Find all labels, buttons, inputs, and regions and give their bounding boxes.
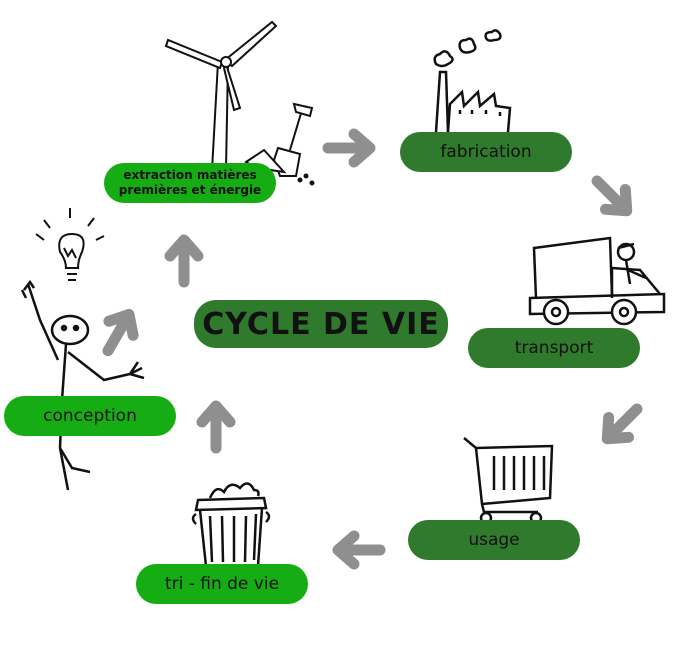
shovel-icon — [244, 102, 315, 186]
truck-icon — [528, 236, 666, 326]
shopping-cart-icon — [463, 437, 554, 525]
arrow-fabrication-to-transport — [587, 171, 636, 220]
factory-icon — [433, 29, 512, 133]
arrow-to-extraction — [170, 240, 198, 282]
arrow-fin-de-vie-to-conception — [202, 406, 230, 448]
stage-conception: conception — [4, 396, 176, 436]
stage-transport: transport — [468, 328, 640, 368]
stage-fabrication: fabrication — [400, 132, 572, 172]
arrow-extraction-to-fabrication — [328, 134, 370, 162]
lightbulb-icon — [35, 208, 105, 281]
arrow-conception-to-extraction — [96, 307, 141, 357]
cycle-title: CYCLE DE VIE — [194, 300, 448, 348]
arrow-usage-to-fin-de-vie — [338, 536, 380, 564]
arrow-transport-to-usage — [597, 399, 646, 448]
trash-can-icon — [191, 482, 271, 568]
wind-turbine-icon — [164, 20, 278, 171]
stage-extraction: extraction matières premières et énergie — [104, 163, 276, 203]
stage-fin-de-vie: tri - fin de vie — [136, 564, 308, 604]
stage-usage: usage — [408, 520, 580, 560]
